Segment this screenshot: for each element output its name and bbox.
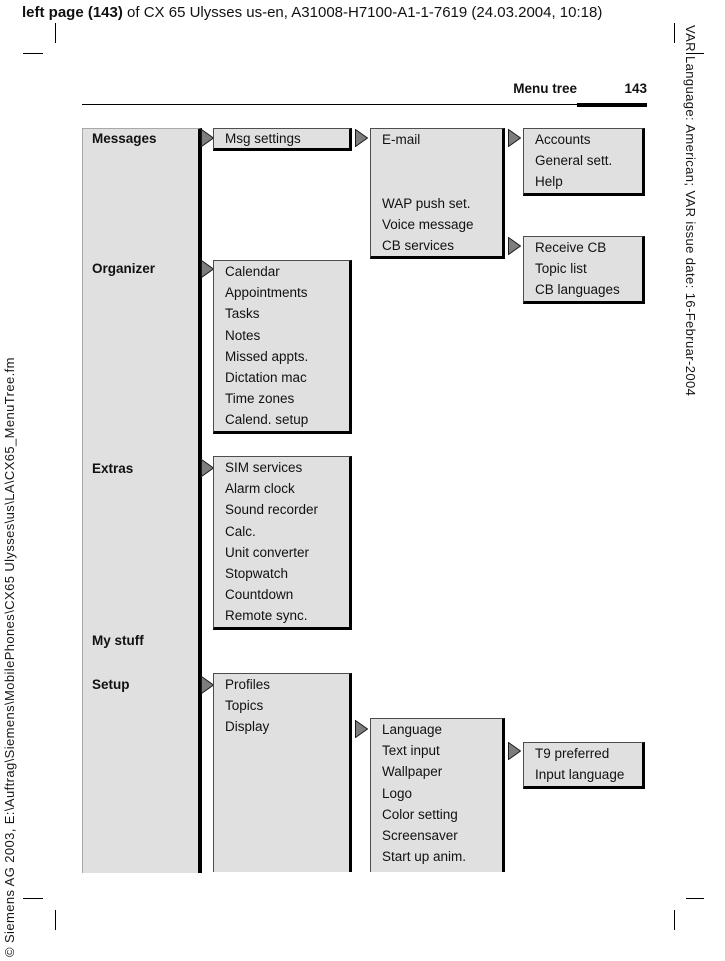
menu-item: Receive CB (535, 240, 607, 255)
crop-mark-bottom-right-h (686, 898, 704, 899)
main-menu-item-messages: Messages (92, 131, 157, 146)
menu-item: Appointments (225, 285, 308, 301)
menu-item: Notes (225, 327, 261, 343)
main-menu-column: Messages Organizer Extras My stuff Setup (82, 128, 202, 873)
print-header-rest: of CX 65 Ulysses us-en, A31008-H7100-A1-… (122, 4, 603, 21)
arrow-messages-icon (201, 129, 214, 147)
print-header-page-label: left page (143) (22, 4, 123, 21)
menu-box-email: E-mail WAP push set. Voice message CB se… (370, 128, 505, 259)
menu-item: Missed appts. (225, 348, 309, 364)
menu-item: Screensaver (382, 827, 458, 843)
menu-item: Sound recorder (225, 502, 319, 518)
menu-item: Msg settings (225, 131, 301, 146)
crop-mark-bottom-right-v (674, 910, 675, 930)
menu-item: Remote sync. (225, 608, 308, 624)
page-title: Menu tree (513, 81, 577, 96)
crop-mark-bottom-left-v (55, 910, 56, 930)
menu-item: WAP push set. (382, 195, 471, 211)
arrow-setup-icon (201, 676, 214, 694)
menu-box-email-accounts: Accounts General sett. Help (523, 128, 645, 196)
copyright-sidebar-text: © Siemens AG 2003, E:\Auftrag\Siemens\Mo… (2, 357, 17, 957)
menu-item: Logo (382, 785, 413, 801)
arrow-organizer-icon (201, 260, 214, 278)
header-rule-thick (577, 103, 647, 107)
menu-item: Time zones (225, 391, 295, 407)
menu-item: E-mail (382, 132, 421, 147)
menu-item: Display (225, 719, 270, 735)
menu-item: Input language (535, 767, 625, 783)
menu-box-organizer: Calendar Appointments Tasks Notes Missed… (213, 260, 352, 434)
menu-box-display: Language Text input Wallpaper Logo Color… (370, 718, 505, 872)
menu-box-receive-cb: Receive CB Topic list CB languages (523, 236, 645, 304)
menu-item: Unit converter (225, 544, 310, 560)
main-menu-item-setup: Setup (92, 677, 130, 692)
menu-item: Color setting (382, 806, 458, 822)
menu-item (371, 150, 502, 171)
menu-item: Stopwatch (225, 565, 289, 581)
menu-item: Calendar (225, 264, 280, 279)
menu-item: Dictation mac (225, 369, 307, 385)
menu-item: Calend. setup (225, 412, 309, 428)
arrow-text-input-icon (508, 742, 521, 760)
menu-item: Text input (382, 743, 440, 759)
menu-item: Voice message (382, 216, 474, 232)
arrow-msg-settings-icon (355, 129, 368, 147)
header-rule (82, 104, 647, 105)
print-header: left page (143) of CX 65 Ulysses us-en, … (22, 4, 602, 21)
menu-box-extras: SIM services Alarm clock Sound recorder … (213, 456, 352, 630)
menu-item: SIM services (225, 460, 303, 475)
crop-mark-top-right-v (674, 23, 675, 43)
main-menu-item-organizer: Organizer (92, 261, 156, 276)
menu-item: Profiles (225, 677, 271, 692)
arrow-extras-icon (201, 459, 214, 477)
menu-item: Accounts (535, 132, 591, 147)
menu-box-t9: T9 preferred Input language (523, 742, 645, 789)
var-language-sidebar-text: VAR Language: American; VAR issue date: … (683, 25, 698, 397)
menu-item: Topic list (535, 261, 587, 277)
menu-item: CB services (382, 237, 455, 253)
menu-item: Language (382, 722, 443, 737)
crop-mark-top-right-h (686, 53, 704, 54)
menu-item: CB languages (535, 282, 620, 298)
menu-item (371, 171, 502, 192)
menu-item: Help (535, 174, 563, 190)
crop-mark-top-left-v (55, 23, 56, 43)
menu-item: General sett. (535, 153, 613, 169)
menu-item: Countdown (225, 587, 294, 603)
menu-item: T9 preferred (535, 746, 610, 761)
arrow-cb-services-icon (508, 237, 521, 255)
menu-item: Tasks (225, 306, 260, 322)
crop-mark-bottom-left-h (23, 898, 43, 899)
main-menu-item-extras: Extras (92, 461, 134, 476)
main-menu-item-my-stuff: My stuff (92, 633, 144, 648)
arrow-email-icon (508, 129, 521, 147)
menu-item: Topics (225, 698, 264, 714)
menu-item: Start up anim. (382, 849, 467, 865)
page-number: 143 (624, 81, 647, 96)
arrow-display-icon (355, 720, 368, 738)
menu-item: Calc. (225, 523, 256, 539)
menu-item: Alarm clock (225, 481, 295, 497)
menu-item: Wallpaper (382, 764, 443, 780)
menu-box-setup: Profiles Topics Display (213, 673, 352, 872)
menu-box-msg-settings: Msg settings (213, 128, 352, 151)
crop-mark-top-left-h (23, 53, 43, 54)
